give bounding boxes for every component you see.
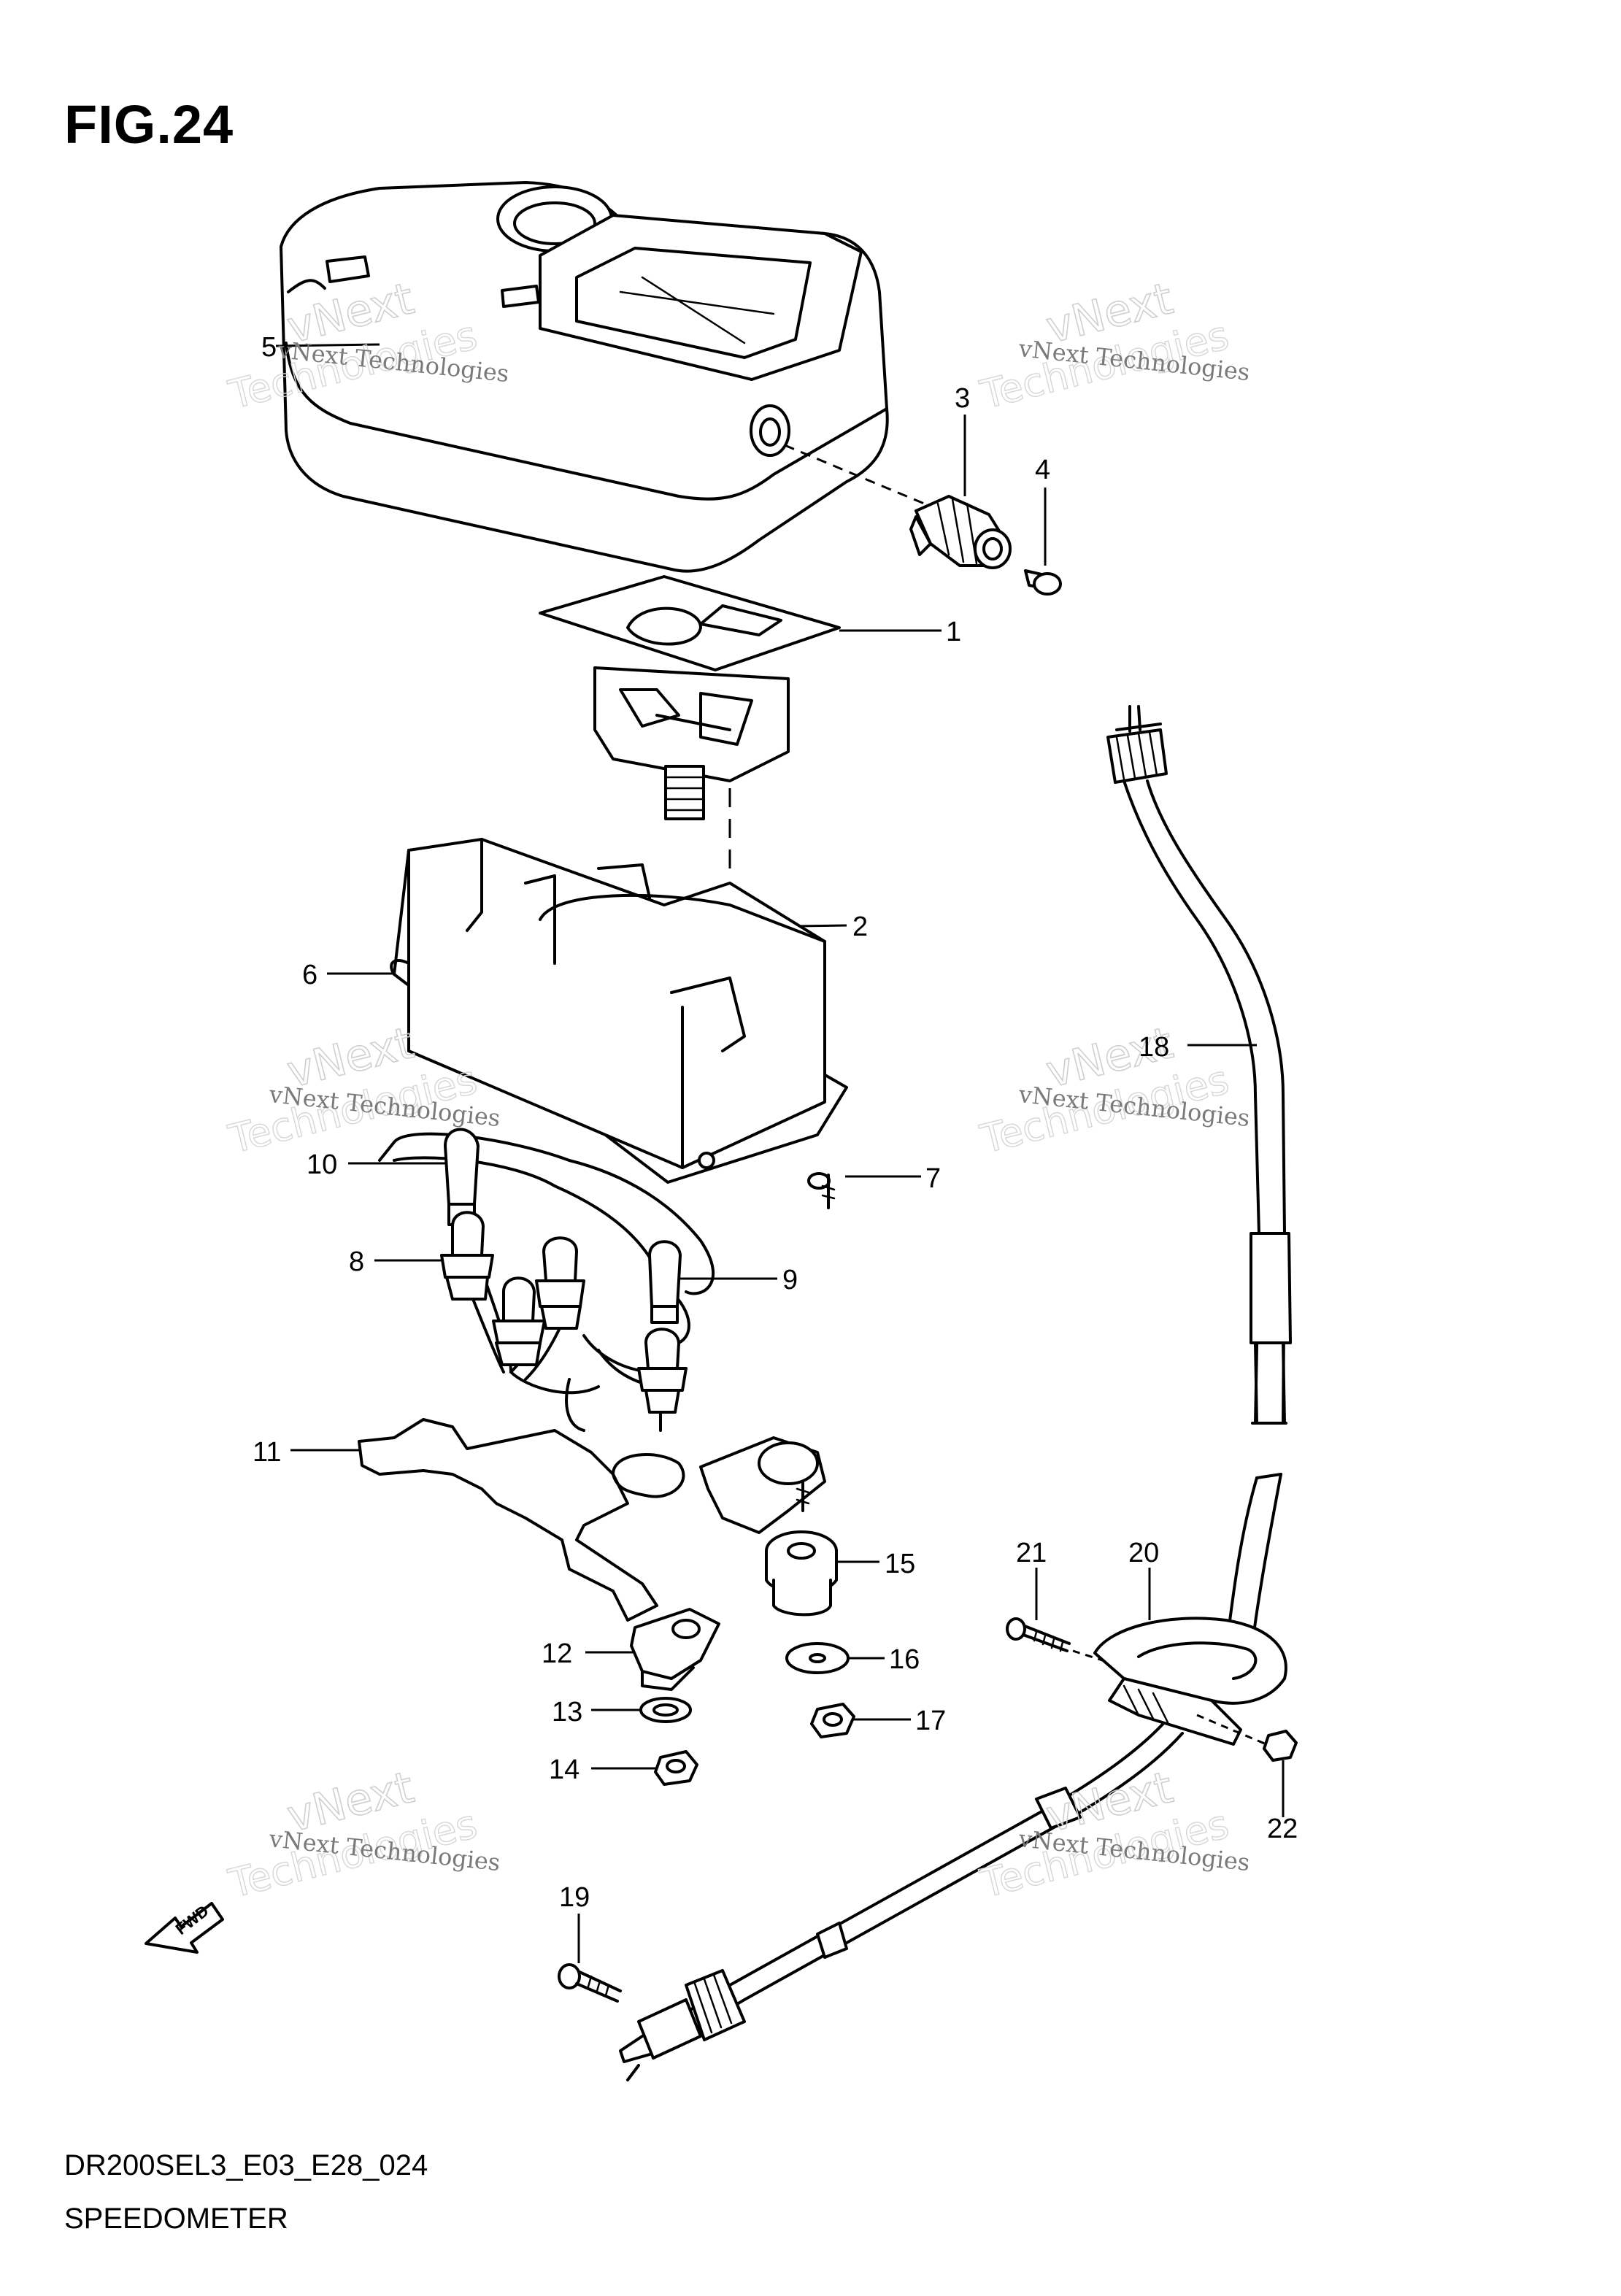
part-12-clamp bbox=[630, 1608, 720, 1691]
part-16-washer bbox=[785, 1642, 850, 1674]
callout-19: 19 bbox=[559, 1882, 590, 1913]
part-7-screw bbox=[807, 1172, 836, 1209]
part-11-bracket bbox=[358, 1378, 826, 1622]
callout-2: 2 bbox=[852, 912, 868, 942]
callout-17: 17 bbox=[915, 1706, 946, 1736]
callout-22: 22 bbox=[1267, 1814, 1298, 1844]
callout-15: 15 bbox=[885, 1549, 915, 1579]
diagram-code: DR200SEL3_E03_E28_024 bbox=[64, 2149, 428, 2181]
diagram-title: SPEEDOMETER bbox=[64, 2203, 288, 2235]
callout-8: 8 bbox=[349, 1247, 364, 1277]
part-1-meter-unit bbox=[539, 575, 841, 820]
callout-18: 18 bbox=[1139, 1032, 1169, 1063]
callout-5: 5 bbox=[261, 332, 277, 363]
callout-4: 4 bbox=[1035, 455, 1050, 485]
part-21-bolt bbox=[1006, 1617, 1071, 1652]
callout-9: 9 bbox=[782, 1265, 798, 1295]
callout-14: 14 bbox=[549, 1754, 580, 1785]
part-9-bulb bbox=[648, 1240, 682, 1324]
part-5-meter-case bbox=[280, 181, 889, 573]
watermark-top-right: vNext Technologies vNext Technologies bbox=[975, 272, 1251, 418]
fwd-arrow-icon: FWD bbox=[145, 1901, 224, 1954]
part-13-washer bbox=[639, 1697, 692, 1723]
callout-16: 16 bbox=[889, 1644, 920, 1675]
watermark-middle-right: vNext Technologies vNext Technologies bbox=[975, 1017, 1251, 1163]
callout-11: 11 bbox=[253, 1437, 281, 1468]
part-14-nut bbox=[654, 1750, 698, 1786]
callout-labels: 5 3 4 1 2 6 7 10 8 9 18 11 15 21 20 12 1… bbox=[253, 332, 1298, 1913]
part-8-socket-bulb bbox=[440, 1211, 688, 1432]
part-15-cushion bbox=[765, 1530, 838, 1617]
part-19-bolt bbox=[558, 1963, 622, 2003]
callout-6: 6 bbox=[302, 960, 317, 990]
watermark-bottom-right: vNext Technologies vNext Technologies bbox=[975, 1761, 1251, 1907]
part-18-speedometer-cable bbox=[619, 705, 1292, 2081]
part-22-nut bbox=[1263, 1730, 1298, 1762]
part-10-bulb bbox=[444, 1128, 480, 1226]
part-4-screw bbox=[1024, 488, 1062, 596]
part-20-cable-guide bbox=[1093, 1617, 1287, 1746]
callout-1: 1 bbox=[946, 617, 961, 647]
part-6-lower-case bbox=[390, 838, 848, 1184]
callout-12: 12 bbox=[542, 1638, 572, 1669]
callout-10: 10 bbox=[307, 1149, 337, 1180]
part-3-grommet bbox=[784, 444, 1012, 569]
part-17-nut bbox=[810, 1703, 855, 1738]
figure-title: FIG.24 bbox=[64, 94, 234, 155]
watermark-bottom-left: vNext Technologies vNext Technologies bbox=[223, 1761, 501, 1907]
callout-13: 13 bbox=[552, 1697, 582, 1727]
callout-3: 3 bbox=[955, 383, 970, 414]
callout-20: 20 bbox=[1128, 1538, 1159, 1568]
callout-7: 7 bbox=[925, 1163, 941, 1194]
callout-21: 21 bbox=[1016, 1538, 1047, 1568]
